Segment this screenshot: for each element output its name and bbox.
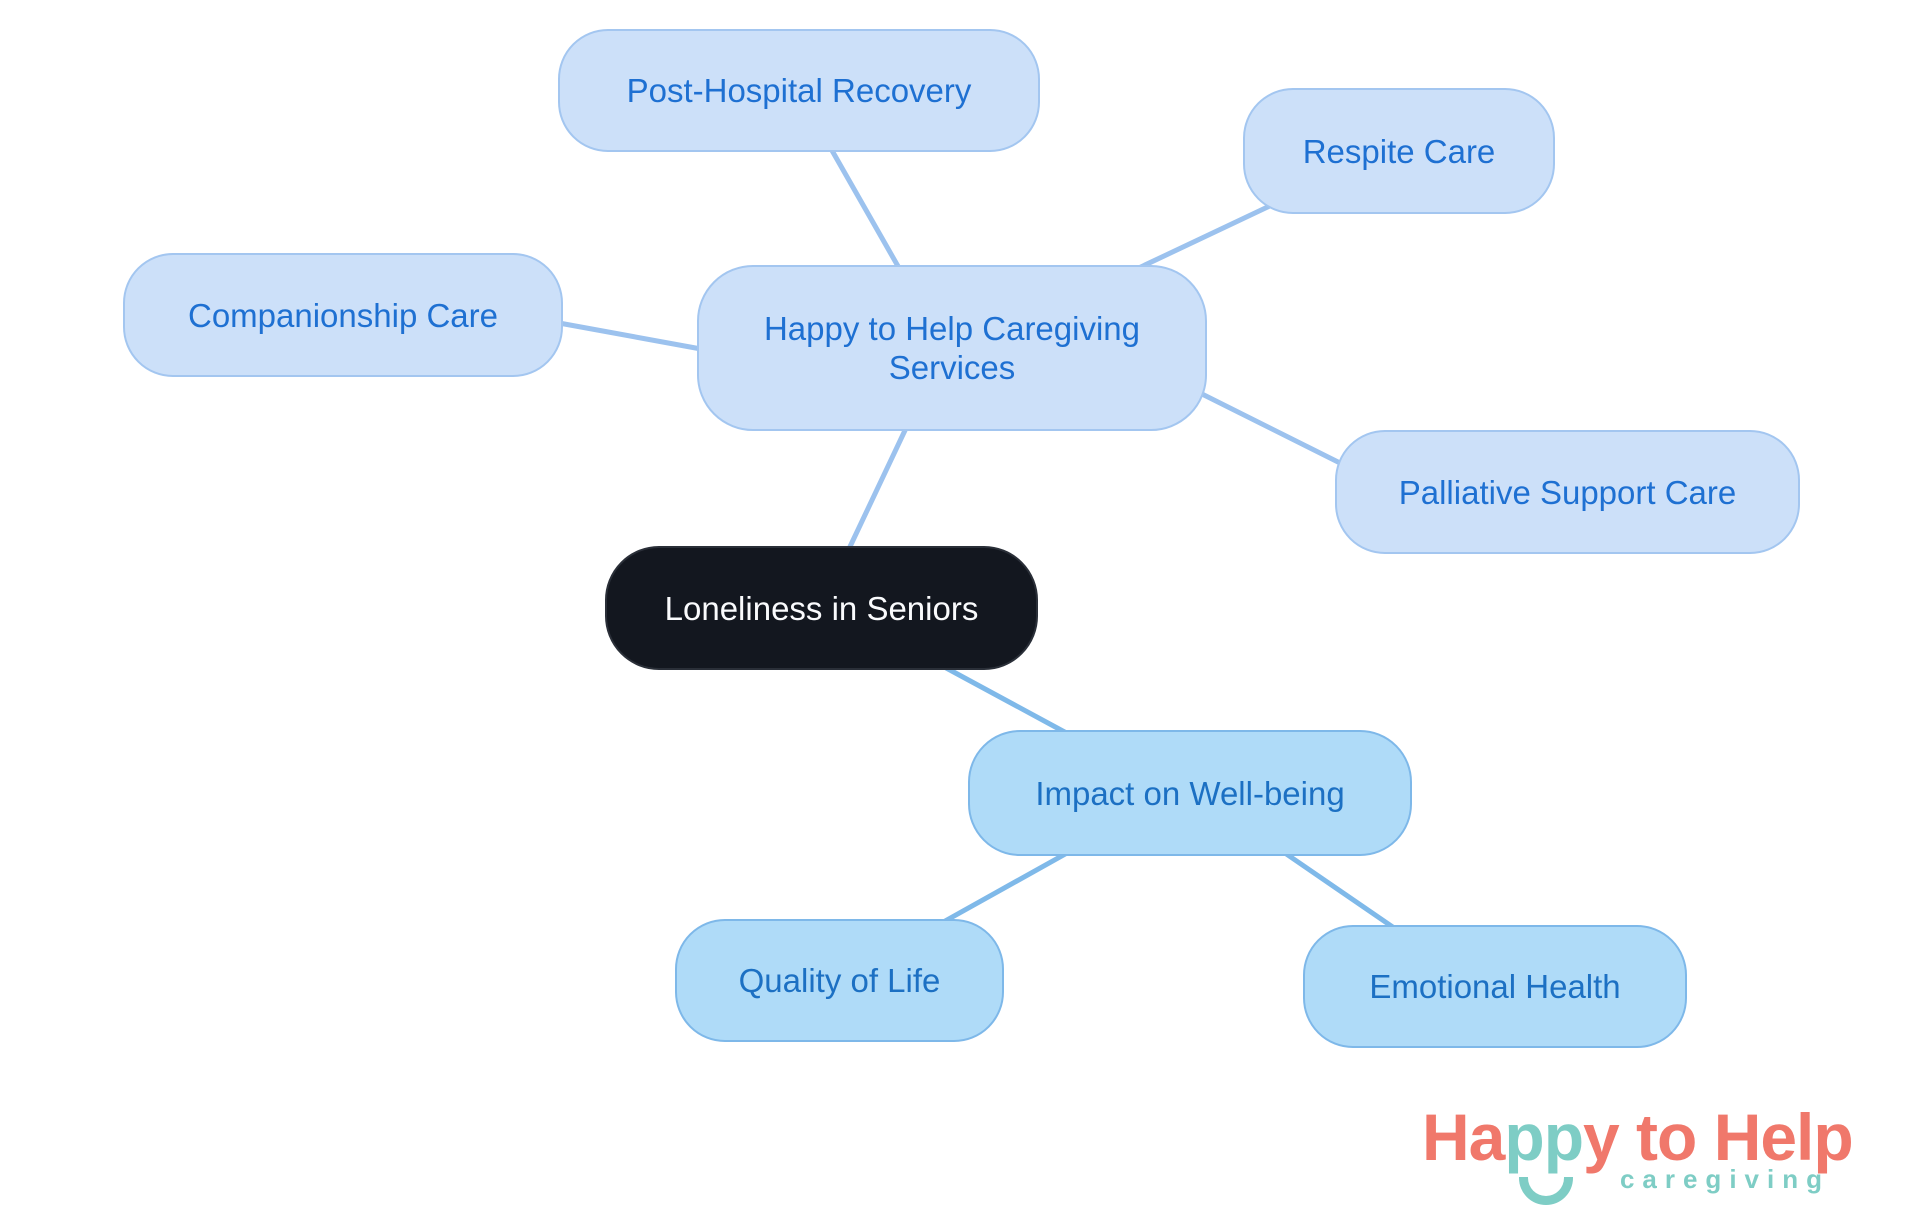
edge-hub-root [844, 421, 911, 556]
node-quality-of-life: Quality of Life [675, 919, 1004, 1042]
logo-text-end: y to Help [1583, 1100, 1854, 1174]
node-emotional-health: Emotional Health [1303, 925, 1687, 1048]
smile-icon [1519, 1177, 1573, 1205]
node-loneliness-in-seniors: Loneliness in Seniors [605, 546, 1038, 670]
brand-logo-subtitle: caregiving [1619, 1164, 1830, 1194]
edge-hub-companionship [545, 318, 715, 354]
brand-logo: Happy to Help caregiving [1422, 1100, 1880, 1205]
logo-text-pp: pp [1504, 1100, 1584, 1174]
node-companionship-care: Companionship Care [123, 253, 563, 377]
node-post-hospital-recovery: Post-Hospital Recovery [558, 29, 1040, 152]
edge-hub-post-hospital [827, 144, 906, 278]
logo-text-start: Ha [1422, 1100, 1505, 1174]
node-impact-on-well-being: Impact on Well-being [968, 730, 1412, 856]
edge-impact-emotional [1279, 848, 1403, 935]
edge-hub-respite [1123, 200, 1279, 277]
node-palliative-support-care: Palliative Support Care [1335, 430, 1800, 554]
node-respite-care: Respite Care [1243, 88, 1555, 214]
edge-root-impact [934, 660, 1075, 739]
node-hub-caregiving-services: Happy to Help Caregiving Services [697, 265, 1207, 431]
edge-hub-palliative [1189, 386, 1365, 477]
edge-impact-quality [926, 845, 1079, 933]
brand-logo-wordmark: Happy to Help [1422, 1100, 1880, 1205]
